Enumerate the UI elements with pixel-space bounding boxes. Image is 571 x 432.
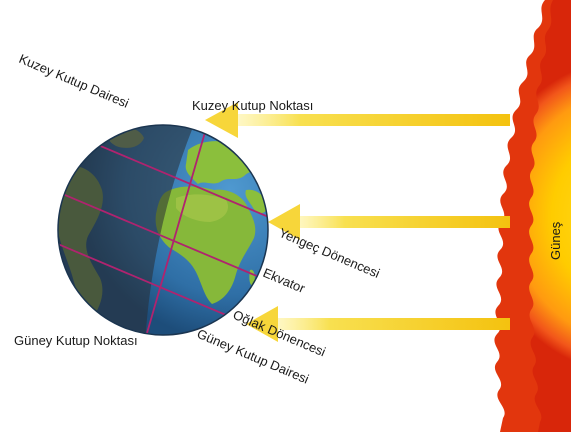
desert-shading [176, 194, 229, 222]
sun-rays [205, 102, 510, 342]
sun: Güneş [494, 0, 571, 432]
ray-middle [268, 204, 510, 240]
continent-arabia [245, 189, 268, 214]
earth-globe [57, 124, 269, 336]
label-south-pole: Güney Kutup Noktası [14, 333, 138, 348]
ray-top [205, 102, 510, 138]
line-equator [58, 175, 268, 291]
sun-label: Güneş [548, 221, 563, 260]
ray-bottom [246, 306, 510, 342]
label-tropic-of-cancer: Yengeç Dönencesi [277, 225, 382, 281]
label-arctic-circle: Kuzey Kutup Dairesi [17, 51, 131, 111]
sun-disc [529, 0, 571, 432]
line-earth-axis [144, 125, 211, 335]
night-side-shading [58, 125, 200, 335]
label-equator: Ekvator [261, 265, 308, 296]
label-north-pole: Kuzey Kutup Noktası [192, 98, 313, 113]
